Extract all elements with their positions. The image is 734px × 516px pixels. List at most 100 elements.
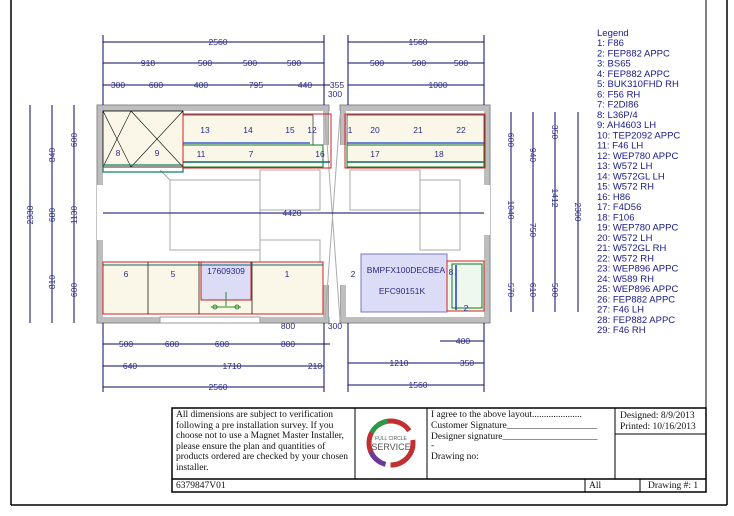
dim-label: 800 [281, 339, 295, 349]
dim-label: 350 [460, 358, 474, 368]
drawing-number: Drawing #: 1 [648, 481, 699, 491]
dim-label: 1040 [506, 201, 516, 220]
legend-item: 21: W572GL RH [597, 243, 666, 254]
unit-label: BMPFX100DECBEA [367, 265, 446, 275]
dimension-labels: 2560 1560 918 500 500 500 500 500 500 30… [25, 37, 583, 392]
legend-item: 23: WEP896 APPC [597, 264, 678, 275]
legend-item: 25: WEP896 APPC [597, 284, 678, 295]
separator-dash: - [431, 441, 435, 451]
unit-label: 2 [464, 303, 469, 313]
dim-label: 680 [47, 208, 57, 222]
dim-label: 500 [454, 58, 468, 68]
dim-bottom-total-left: 2560 [209, 382, 228, 392]
unit-label: 18 [434, 149, 444, 159]
designer-signature-field: Designer signature____________________ [431, 432, 598, 442]
dim-label: 795 [249, 80, 263, 90]
dim-label: 840 [47, 148, 57, 162]
dim-top-total-right: 1560 [409, 37, 428, 47]
dim-label: 300 [111, 80, 125, 90]
legend-item: 6: F56 RH [597, 89, 640, 100]
dim-label: 500 [550, 283, 560, 297]
legend-item: 20: W572 LH [597, 233, 653, 244]
legend-item: 19: WEP780 APPC [597, 223, 678, 234]
dim-label: 918 [141, 58, 155, 68]
legend-item: 29: F46 RH [597, 325, 646, 336]
dim-label: 1210 [390, 358, 409, 368]
legend-item: 15: W572 RH [597, 182, 654, 193]
tap-icon [211, 292, 241, 310]
unit-label: 1 [348, 125, 353, 135]
unit-label: 21 [413, 125, 423, 135]
unit-label: 2 [351, 269, 356, 279]
dim-label: 500 [370, 58, 384, 68]
legend-item: 13: W572 LH [597, 161, 653, 172]
legend-item: 9: AH4603 LH [597, 120, 656, 131]
dim-label: 800 [281, 321, 295, 331]
unit-label: 1 [285, 269, 290, 279]
dim-top-total-left: 2560 [209, 37, 228, 47]
dim-label: 600 [69, 283, 79, 297]
scope-label: All [589, 481, 602, 491]
unit-labels: 8 9 11 7 13 14 15 12 16 1 20 21 22 17 18… [116, 125, 469, 313]
dim-label: 500 [119, 339, 133, 349]
dim-label: 810 [47, 275, 57, 289]
unit-label: EFC90151K [379, 286, 426, 296]
dim-label: 750 [528, 223, 538, 237]
legend-item: 5: BUK310FHD RH [597, 79, 679, 90]
legend-item: 26: FEP882 APPC [597, 294, 675, 305]
legend-item: 24: W589 RH [597, 274, 654, 285]
legend-item: 11: F46 LH [597, 141, 643, 152]
unit-label: 8 [116, 148, 121, 158]
unit-label: 20 [370, 125, 380, 135]
base-units [102, 253, 485, 315]
unit-label: 13 [200, 125, 210, 135]
title-block-frame [171, 407, 707, 493]
dim-label: 600 [149, 80, 163, 90]
legend-item: 18: F106 [597, 212, 635, 223]
unit-label: 9 [155, 148, 160, 158]
dim-label: 600 [165, 339, 179, 349]
unit-label: 11 [197, 149, 206, 159]
dim-label: 570 [506, 283, 516, 297]
drawing-no-label: Drawing no: [431, 452, 479, 462]
dimension-lines [29, 35, 579, 392]
agree-text: I agree to the above layout.............… [431, 410, 582, 420]
legend-title: Legend [597, 28, 629, 39]
disclaimer-text: All dimensions are subject to verificati… [176, 410, 348, 473]
dim-room-width: 4420 [283, 208, 302, 218]
dim-label: 610 [528, 283, 538, 297]
unit-label: 8 [449, 267, 454, 277]
customer-signature-field: Customer Signature___________________ [431, 421, 597, 431]
dim-label: 400 [456, 336, 470, 346]
legend-item: 27: F46 LH [597, 305, 644, 316]
dim-label: 600 [215, 339, 229, 349]
dim-label: 500 [243, 58, 257, 68]
dim-label: 2330 [25, 205, 35, 224]
dim-label: 1130 [69, 206, 79, 225]
dim-label: 600 [506, 133, 516, 147]
dim-label: 350 [550, 125, 560, 139]
dim-label: 1000 [429, 80, 448, 90]
dim-bottom-total-right: 1560 [409, 380, 428, 390]
dim-label: 940 [528, 148, 538, 162]
dim-label: 300 [328, 89, 342, 99]
unit-label: 14 [243, 125, 253, 135]
dim-label: 440 [298, 80, 312, 90]
printed-date: Printed: 10/16/2013 [620, 422, 696, 432]
legend-item: 10: TEP2092 APPC [597, 130, 680, 141]
wall-units [102, 110, 486, 173]
dim-label: 600 [69, 133, 79, 147]
legend-item: 8: L36P/4 [597, 110, 638, 121]
unit-label: 5 [171, 269, 176, 279]
dim-label: 640 [123, 361, 137, 371]
legend-item: 4: FEP882 APPC [597, 69, 670, 80]
legend-item: 3: BS65 [597, 59, 631, 70]
legend-item: 12: WEP780 APPC [597, 151, 678, 162]
dim-label: 300 [328, 321, 342, 331]
legend-item: 2: FEP882 APPC [597, 48, 670, 59]
dim-label: 355 [330, 80, 344, 90]
unit-label: 16 [315, 149, 325, 159]
unit-label: 22 [456, 125, 466, 135]
unit-label: 7 [249, 149, 254, 159]
legend-item: 16: H86 [597, 192, 630, 203]
